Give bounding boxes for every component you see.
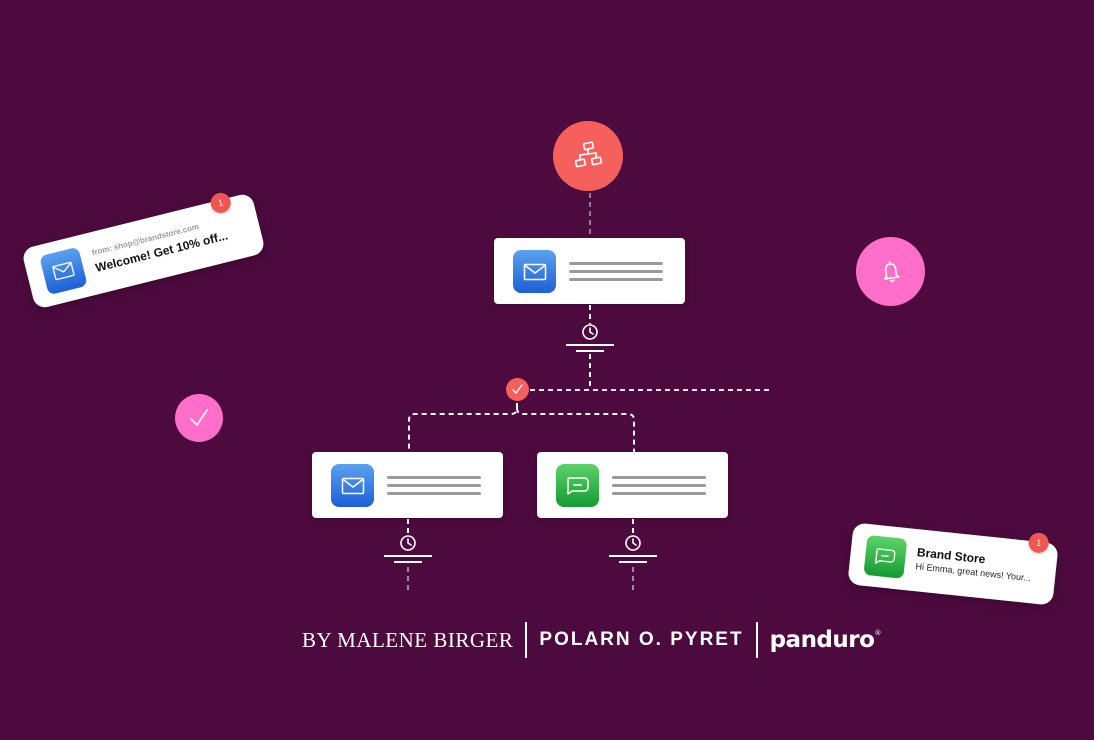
email-notification-toast[interactable]: from: shop@brandstore.com Welcome! Get 1…	[21, 190, 266, 310]
sms-step-card[interactable]	[537, 452, 728, 518]
content-placeholder	[612, 476, 706, 500]
flow-start-node[interactable]	[553, 121, 623, 191]
envelope-icon	[513, 250, 556, 293]
split-node[interactable]	[506, 378, 529, 401]
checkmark-icon	[511, 383, 524, 396]
divider	[525, 622, 528, 658]
chat-bubble-icon	[863, 534, 908, 579]
email-step-card[interactable]	[494, 238, 685, 304]
content-placeholder	[569, 262, 663, 286]
connector-right-branch	[516, 407, 635, 452]
sms-notification-toast[interactable]: Brand Store Hi Emma, great news! Your...…	[847, 522, 1059, 606]
clock-icon	[623, 533, 643, 553]
envelope-icon	[39, 246, 88, 296]
registered-mark: ®	[874, 629, 881, 637]
envelope-icon	[331, 464, 374, 507]
brand-polarn-o-pyret: POLARN O. PYRET	[539, 629, 744, 650]
clock-icon	[398, 533, 418, 553]
divider	[755, 622, 758, 658]
sitemap-icon	[570, 138, 606, 174]
brand-panduro-text: panduro	[769, 627, 875, 653]
brand-logos: BY MALENE BIRGER POLARN O. PYRET panduro…	[302, 620, 881, 660]
clock-icon	[580, 322, 600, 342]
content-placeholder	[387, 476, 481, 500]
connector-left-branch	[408, 403, 518, 452]
chat-bubble-icon	[556, 464, 599, 507]
brand-panduro: panduro®	[769, 627, 882, 653]
notification-node[interactable]	[856, 237, 925, 306]
condition-met-node[interactable]	[175, 394, 223, 442]
email-step-card[interactable]	[312, 452, 503, 518]
checkmark-icon	[188, 407, 210, 429]
brand-by-malene-birger: BY MALENE BIRGER	[302, 627, 514, 652]
bell-icon	[876, 257, 906, 287]
